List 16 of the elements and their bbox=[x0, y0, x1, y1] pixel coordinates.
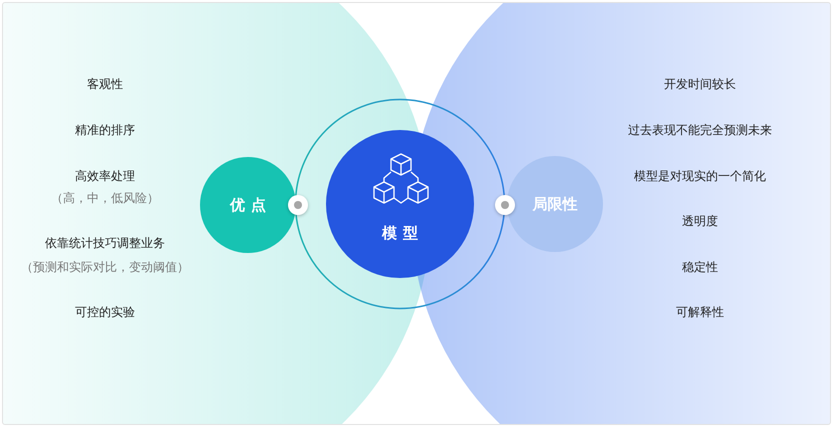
node-label: 模型 bbox=[382, 222, 424, 244]
item-text: 稳定性 bbox=[682, 259, 718, 275]
note-text: （高，中，低风险） bbox=[51, 190, 159, 206]
note-text: （预测和实际对比，变动阈值） bbox=[21, 259, 189, 275]
item-text: 可解释性 bbox=[676, 304, 724, 320]
item-text: 开发时间较长 bbox=[664, 76, 736, 92]
item-text: 可控的实验 bbox=[75, 304, 135, 320]
node-label: 局限性 bbox=[532, 194, 578, 215]
item-text: 高效率处理 bbox=[75, 168, 135, 184]
item-text: 依靠统计技巧调整业务 bbox=[45, 235, 165, 251]
node-label: 优点 bbox=[230, 194, 272, 216]
item-text: 模型是对现实的一个简化 bbox=[634, 168, 766, 184]
item-text: 透明度 bbox=[682, 213, 718, 229]
item-text: 过去表现不能完全预测未来 bbox=[628, 122, 772, 138]
item-text: 客观性 bbox=[87, 76, 123, 92]
item-text: 精准的排序 bbox=[75, 122, 135, 138]
